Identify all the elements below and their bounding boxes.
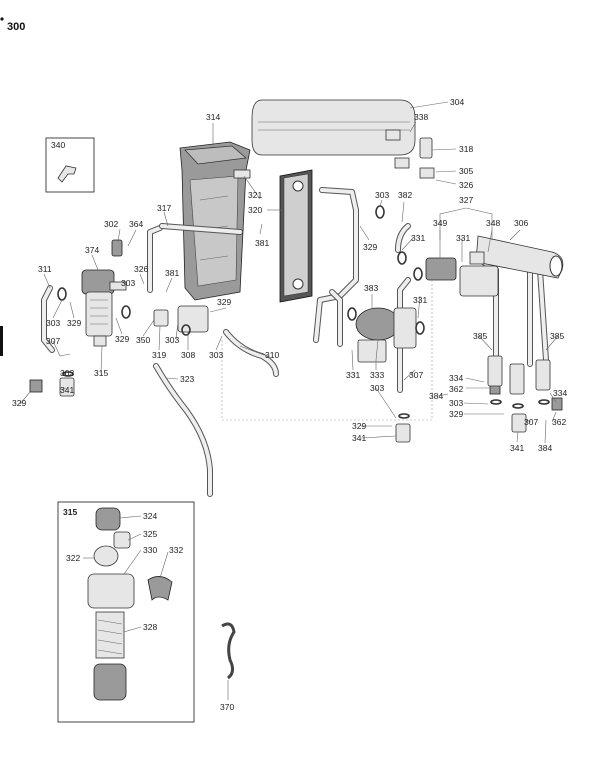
callout-label: 311 bbox=[38, 264, 52, 274]
callout-label: 319 bbox=[152, 350, 166, 360]
callout-label: 323 bbox=[180, 374, 194, 384]
callout-label: 303 bbox=[209, 350, 223, 360]
callout-label: 302 bbox=[104, 219, 118, 229]
filter-valve-group bbox=[81, 269, 127, 347]
callout-label: 310 bbox=[265, 350, 279, 360]
callout-label: 320 bbox=[248, 205, 262, 215]
manifold-306 bbox=[475, 235, 564, 279]
figure-number: 300 bbox=[7, 21, 25, 33]
callout-label: 303 bbox=[370, 383, 384, 393]
inset-label: 315 bbox=[63, 507, 77, 517]
callout-label: 321 bbox=[248, 190, 262, 200]
callout-label: 381 bbox=[255, 238, 269, 248]
callout-label: 341 bbox=[352, 433, 366, 443]
callout-label: 307 bbox=[409, 370, 423, 380]
callout-label: 329 bbox=[217, 297, 231, 307]
callout-label: 327 bbox=[459, 195, 473, 205]
diverter-valve bbox=[425, 251, 499, 297]
callout-label: 383 bbox=[364, 283, 378, 293]
expansion-vessel bbox=[251, 99, 416, 169]
callout-label: 328 bbox=[143, 622, 157, 632]
callout-label: 362 bbox=[552, 417, 566, 427]
callout-label: 331 bbox=[456, 233, 470, 243]
callout-label: 314 bbox=[206, 112, 220, 122]
callout-label: 304 bbox=[450, 97, 464, 107]
callout-label: 303 bbox=[46, 318, 60, 328]
inset-box-315 bbox=[57, 501, 195, 723]
callout-label: 331 bbox=[413, 295, 427, 305]
callout-label: 364 bbox=[129, 219, 143, 229]
callout-labels: 304 338 318 305 326 314 321 320 381 317 … bbox=[12, 97, 567, 712]
callout-label: 305 bbox=[459, 166, 473, 176]
callout-label: 384 bbox=[429, 391, 443, 401]
callout-label: 315 bbox=[94, 368, 108, 378]
callout-label: 331 bbox=[346, 370, 360, 380]
inset-filter-parts bbox=[87, 507, 173, 701]
callout-label: 348 bbox=[486, 218, 500, 228]
callout-label: 317 bbox=[157, 203, 171, 213]
callout-label: 385 bbox=[473, 331, 487, 341]
callout-label: 385 bbox=[550, 331, 564, 341]
hydraulic-frame bbox=[179, 141, 251, 301]
callout-label: 362 bbox=[449, 384, 463, 394]
callout-label: 329 bbox=[352, 421, 366, 431]
leader-lines bbox=[19, 101, 559, 700]
detail-box-label: 340 bbox=[51, 140, 65, 150]
callout-label: 370 bbox=[220, 702, 234, 712]
callout-label: 307 bbox=[524, 417, 538, 427]
callout-label: 329 bbox=[449, 409, 463, 419]
assembly-outline bbox=[221, 270, 433, 421]
callout-label: 303 bbox=[375, 190, 389, 200]
callout-label: 326 bbox=[459, 180, 473, 190]
callout-label: 382 bbox=[398, 190, 412, 200]
callout-label: 303 bbox=[121, 278, 135, 288]
callout-label: 329 bbox=[67, 318, 81, 328]
callout-label: 329 bbox=[12, 398, 26, 408]
callout-label: 341 bbox=[60, 385, 74, 395]
callout-label: 374 bbox=[85, 245, 99, 255]
callout-label: 303 bbox=[449, 398, 463, 408]
bracket-340 bbox=[57, 165, 77, 183]
callout-label: 325 bbox=[143, 529, 157, 539]
callout-label: 350 bbox=[136, 335, 150, 345]
callout-label: 341 bbox=[510, 443, 524, 453]
callout-label: 384 bbox=[538, 443, 552, 453]
callout-label: 332 bbox=[169, 545, 183, 555]
callout-label: 308 bbox=[181, 350, 195, 360]
callout-label: 318 bbox=[459, 144, 473, 154]
callout-label: 349 bbox=[433, 218, 447, 228]
callout-label: 381 bbox=[165, 268, 179, 278]
hook-370 bbox=[221, 622, 236, 680]
callout-label: 303 bbox=[165, 335, 179, 345]
callout-label: 306 bbox=[514, 218, 528, 228]
page-edge-mark bbox=[0, 326, 3, 356]
callout-label: 326 bbox=[134, 264, 148, 274]
callout-label: 307 bbox=[46, 336, 60, 346]
callout-label: 322 bbox=[66, 553, 80, 563]
callout-label: 331 bbox=[411, 233, 425, 243]
figure-marker bbox=[0, 17, 4, 21]
callout-label: 333 bbox=[370, 370, 384, 380]
callout-label: 338 bbox=[414, 112, 428, 122]
callout-label: 329 bbox=[363, 242, 377, 252]
detail-box-340 bbox=[45, 137, 95, 193]
callout-label: 334 bbox=[449, 373, 463, 383]
fittings bbox=[29, 137, 563, 443]
callout-label: 303 bbox=[60, 368, 74, 378]
callout-label: 330 bbox=[143, 545, 157, 555]
callout-label: 334 bbox=[553, 388, 567, 398]
circulation-pump bbox=[355, 307, 417, 363]
plate-heat-exchanger bbox=[279, 169, 313, 303]
callout-label: 329 bbox=[115, 334, 129, 344]
callout-label: 324 bbox=[143, 511, 157, 521]
sealing-rings bbox=[57, 205, 550, 419]
